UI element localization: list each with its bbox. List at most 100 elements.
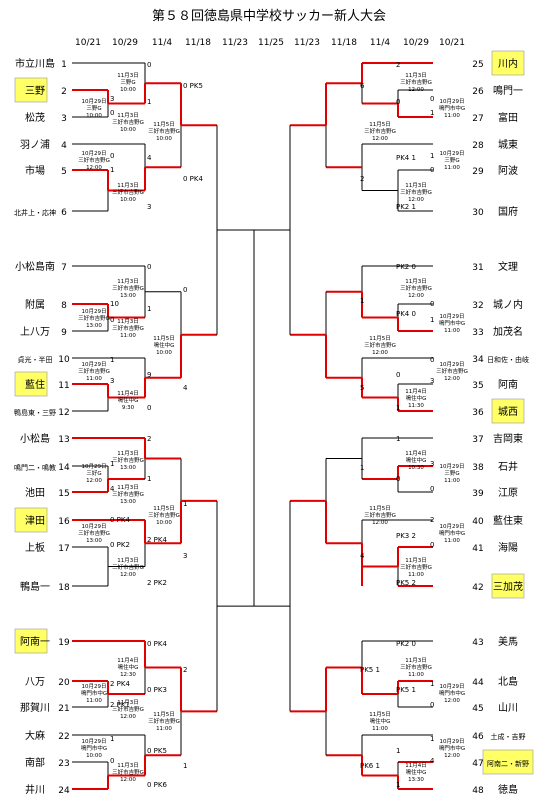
team-name: 石井 [498,460,518,473]
venue-note: 鳴門市中G [439,744,465,752]
team-number: 1 [61,60,67,70]
round-date: 11/4 [152,38,172,48]
score: 1 [147,305,151,313]
team-number: 29 [472,167,484,177]
team-name: 国府 [498,205,518,218]
team-number: 41 [472,544,483,554]
team-name: 城ノ内 [493,298,523,311]
venue-note: 11月5日 [369,335,391,342]
score: 1 [396,781,400,789]
score: 0 [430,166,434,174]
venue-note: 10月29日 [440,361,465,368]
team-name: 鴨島一 [20,580,50,593]
team-name: 井川 [25,783,45,796]
team-highlight [14,77,48,103]
team-name: 阿南二・新野 [487,759,529,768]
venue-note: 11月3日 [117,278,139,285]
venue-note: 12:00 [120,572,136,578]
team-name: 日和佐・由岐 [487,355,529,364]
venue-note: 10:00 [120,127,136,133]
team-number: 24 [58,786,70,796]
venue-note: 三好市吉野G [364,127,396,135]
team-name: 川内 [498,57,518,70]
venue-note: 12:00 [408,293,424,299]
venue-note: 鳴住中G [406,768,427,776]
score: 0 [430,541,434,549]
venue-note: 10月29日 [440,738,465,745]
venue-note: 三好市吉野G [400,563,432,571]
venue-note: 12:00 [86,478,102,484]
score: 9 [147,371,151,379]
venue-note: 鳴門市中G [81,689,107,697]
venue-note: 鳴住中G [406,456,427,464]
venue-note: 11月4日 [405,388,427,395]
score: 0 [396,371,400,379]
team-number: 5 [61,167,67,177]
venue-note: 11月4日 [117,657,139,664]
team-number: 23 [58,759,69,769]
round-date: 11/23 [294,38,320,48]
venue-note: 鳴住中G [370,717,391,725]
score: 0 [396,475,400,483]
team-highlight [491,50,525,76]
score: 2 PK1 [110,701,130,709]
venue-note: 三好市吉野G [78,156,110,164]
team-name: 徳島 [498,783,518,796]
venue-note: 11月5日 [153,335,175,342]
team-name: 小松島 [20,432,50,445]
team-number: 7 [61,263,67,273]
score: 4 [110,485,115,493]
team-number: 45 [472,704,483,714]
team-name: 津田 [25,515,45,527]
venue-note: 三好市吉野G [112,563,144,571]
venue-note: 12:00 [444,698,460,704]
team-name: 美馬 [498,635,518,648]
venue-note: 13:00 [120,499,136,505]
venue-note: 10月29日 [440,150,465,157]
team-name: 貞光・半田 [18,355,53,364]
venue-note: 10月29日 [82,98,107,105]
venue-note: 鳴門市中G [439,689,465,697]
score: 0 [430,701,434,709]
round-date: 11/23 [222,38,248,48]
venue-note: 11月3日 [405,657,427,664]
venue-note: 11月3日 [117,182,139,189]
venue-note: 三好市吉野G [400,188,432,196]
venue-note: 三好市吉野G [78,529,110,537]
score: 1 [430,735,434,743]
venue-note: 13:00 [120,293,136,299]
score: 3 [430,377,434,385]
venue-note: 11月3日 [405,182,427,189]
venue-note: 11:00 [444,538,460,544]
score: 3 [430,460,434,468]
score: 0 [430,95,434,103]
score: 0 [110,152,114,160]
venue-note: 11月5日 [153,505,175,512]
score: 0 PK4 [110,516,130,524]
venue-note: 11月3日 [405,557,427,564]
score: 1 [430,680,434,688]
score: 10 [110,300,119,308]
team-highlight [491,398,525,424]
score: PK6 1 [360,762,380,770]
team-highlight [482,749,534,775]
team-number: 15 [58,489,69,499]
score: 0 [430,300,434,308]
score: 2 PK4 [110,680,130,688]
venue-note: 12:00 [444,376,460,382]
team-name: 江原 [498,487,518,499]
team-number: 46 [472,732,484,742]
venue-note: 11月3日 [117,699,139,706]
team-number: 12 [58,408,69,418]
team-number: 4 [61,141,67,151]
venue-note: 11:30 [408,403,424,409]
round-date: 11/18 [185,38,211,48]
team-name: 附属 [25,298,45,311]
score: 0 PK2 [110,541,130,549]
team-number: 20 [58,678,70,688]
venue-note: 鳴住中G [118,396,139,404]
bracket-lines [72,62,433,790]
venue-note: 11月3日 [405,278,427,285]
